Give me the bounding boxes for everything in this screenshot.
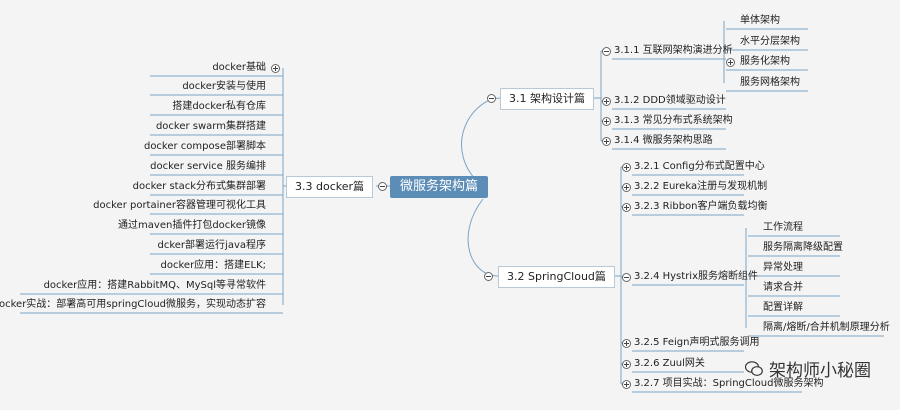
- wechat-icon: [745, 360, 763, 376]
- toggle-arch-sub-2[interactable]: [725, 57, 735, 67]
- docker-item-9[interactable]: dcker部署运行java程序: [157, 240, 267, 251]
- subtopic-1[interactable]: 水平分层架构: [740, 36, 800, 47]
- topic-spring-3[interactable]: 3.2.3 Ribbon客户端负载均衡: [634, 201, 768, 212]
- topic-spring-7[interactable]: 3.2.7 项目实战：SpringCloud微服务架构: [634, 378, 824, 389]
- toggle-spring-2[interactable]: [621, 202, 631, 212]
- toggle-docker[interactable]: [377, 181, 387, 191]
- topic-spring-4[interactable]: 3.2.4 Hystrix服务熔断组件: [634, 271, 758, 282]
- link-root-arch: [461, 97, 501, 188]
- docker-item-10[interactable]: docker应用：搭建ELK;: [160, 260, 266, 271]
- docker-item-1[interactable]: docker安装与使用: [182, 81, 266, 92]
- toggle-arch-0[interactable]: [601, 46, 611, 56]
- subtopic-3[interactable]: 服务网格架构: [740, 77, 800, 88]
- docker-item-4[interactable]: docker compose部署脚本: [143, 141, 266, 152]
- docker-item-5[interactable]: docker service 服务编排: [150, 161, 266, 172]
- hystrix-item-5[interactable]: 隔离/熔断/合并机制原理分析: [763, 322, 890, 333]
- docker-item-0[interactable]: docker基础: [212, 62, 266, 73]
- toggle-arch-3[interactable]: [601, 136, 611, 146]
- subtopic-2[interactable]: 服务化架构: [740, 56, 790, 67]
- hystrix-item-4[interactable]: 配置详解: [763, 302, 803, 313]
- topic-spring-1[interactable]: 3.2.1 Config分布式配置中心: [634, 161, 765, 172]
- docker-item-11[interactable]: docker应用：搭建RabbitMQ、MySql等寻常软件: [43, 280, 266, 291]
- link-root-spring: [467, 198, 499, 277]
- watermark-text: 架构师小秘圈: [769, 361, 871, 381]
- topic-1[interactable]: 3.1.1 互联网架构演进分析: [614, 45, 733, 56]
- toggle-spring-3[interactable]: [621, 272, 631, 282]
- hystrix-item-3[interactable]: 请求合并: [763, 282, 803, 293]
- subtopic-0[interactable]: 单体架构: [740, 15, 780, 26]
- docker-item-8[interactable]: 通过maven插件打包docker镜像: [118, 220, 266, 231]
- watermark: 架构师小秘圈: [745, 356, 871, 381]
- toggle-docker-base[interactable]: [270, 63, 280, 73]
- branch-docker[interactable]: 3.3 docker篇: [286, 176, 374, 198]
- topic-spring-2[interactable]: 3.2.2 Eureka注册与发现机制: [634, 181, 768, 192]
- branch-spring[interactable]: 3.2 SpringCloud篇: [498, 266, 615, 288]
- toggle-spring-5[interactable]: [621, 359, 631, 369]
- toggle-spring-0[interactable]: [621, 162, 631, 172]
- branch-arch[interactable]: 3.1 架构设计篇: [500, 88, 594, 110]
- toggle-arch-2[interactable]: [601, 116, 611, 126]
- toggle-spring-1[interactable]: [621, 182, 631, 192]
- toggle-spring-6[interactable]: [621, 379, 631, 389]
- topic-3[interactable]: 3.1.3 常见分布式系统架构: [614, 115, 733, 126]
- docker-item-7[interactable]: docker portainer容器管理可视化工具: [93, 200, 266, 211]
- docker-item-12[interactable]: docker实战：部署高可用springCloud微服务，实现动态扩容: [0, 299, 266, 310]
- topic-spring-6[interactable]: 3.2.6 Zuul网关: [634, 358, 705, 369]
- toggle-arch[interactable]: [486, 93, 496, 103]
- hystrix-item-2[interactable]: 异常处理: [763, 262, 803, 273]
- toggle-spring[interactable]: [483, 271, 493, 281]
- topic-4[interactable]: 3.1.4 微服务架构思路: [614, 135, 713, 146]
- toggle-spring-4[interactable]: [621, 338, 631, 348]
- hystrix-item-0[interactable]: 工作流程: [763, 222, 803, 233]
- docker-item-2[interactable]: 搭建docker私有仓库: [172, 101, 266, 112]
- toggle-arch-1[interactable]: [601, 96, 611, 106]
- root-node[interactable]: 微服务架构篇: [390, 176, 489, 198]
- topic-2[interactable]: 3.1.2 DDD领域驱动设计: [614, 95, 726, 106]
- docker-item-3[interactable]: docker swarm集群搭建: [155, 121, 266, 132]
- topic-spring-5[interactable]: 3.2.5 Feign声明式服务调用: [634, 337, 760, 348]
- hystrix-item-1[interactable]: 服务隔离降级配置: [763, 242, 843, 253]
- docker-item-6[interactable]: docker stack分布式集群部署: [132, 181, 266, 192]
